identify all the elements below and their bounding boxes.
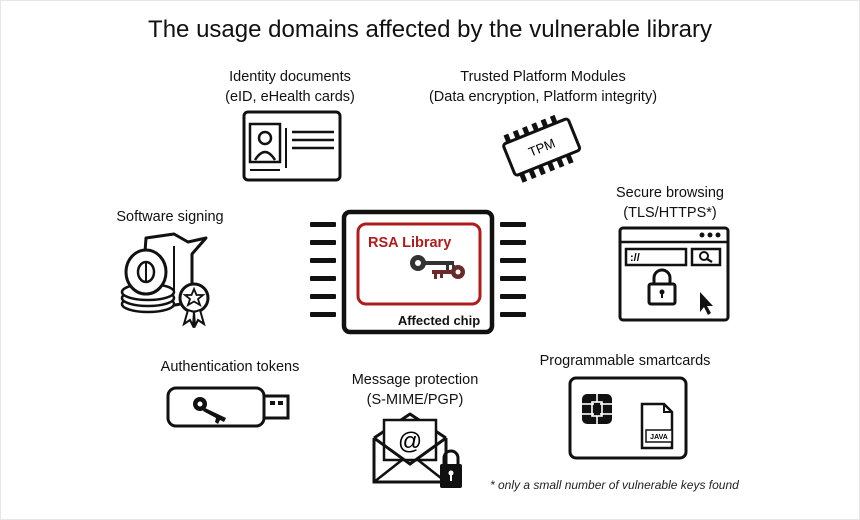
smartcards-label-line1: Programmable smartcards	[539, 353, 711, 369]
browsing-label: Secure browsing (TLS/HTTPS*)	[600, 183, 740, 223]
tpm-label: Trusted Platform Modules (Data encryptio…	[418, 67, 668, 107]
browsing-label-line2: (TLS/HTTPS*)	[623, 205, 717, 221]
message-label-line1: Message protection	[351, 372, 479, 388]
smartcard-icon: JAVA	[568, 376, 688, 460]
software-box-icon	[120, 232, 210, 328]
message-label: Message protection (S-MIME/PGP)	[340, 370, 490, 410]
key-icon	[410, 255, 465, 279]
footnote: * only a small number of vulnerable keys…	[490, 478, 739, 492]
identity-label-line2: (eID, eHealth cards)	[225, 89, 355, 105]
identity-label: Identity documents (eID, eHealth cards)	[205, 67, 375, 107]
message-label-line2: (S-MIME/PGP)	[366, 392, 464, 408]
browser-lock-icon: ://	[618, 226, 730, 322]
java-file-tag: JAVA	[650, 434, 668, 441]
smartcards-label: Programmable smartcards	[525, 351, 725, 371]
tokens-label-line1: Authentication tokens	[160, 359, 300, 375]
tpm-label-line1: Trusted Platform Modules	[460, 69, 626, 85]
tpm-label-line2: (Data encryption, Platform integrity)	[428, 89, 658, 105]
affected-chip-label: Affected chip	[397, 313, 481, 328]
url-prefix-text: ://	[630, 252, 640, 264]
id-card-icon	[242, 110, 342, 182]
rsa-library-label: RSA Library	[368, 235, 452, 251]
envelope-lock-icon: @	[372, 412, 462, 488]
usb-key-icon	[166, 386, 290, 428]
signing-label: Software signing	[100, 207, 240, 227]
signing-label-line1: Software signing	[116, 209, 224, 225]
page-title: The usage domains affected by the vulner…	[148, 16, 712, 43]
browsing-label-line1: Secure browsing	[616, 185, 724, 201]
tpm-chip-icon: TPM	[502, 114, 582, 183]
at-symbol-text: @	[398, 428, 422, 455]
identity-label-line1: Identity documents	[229, 69, 351, 85]
tokens-label: Authentication tokens	[140, 357, 320, 377]
